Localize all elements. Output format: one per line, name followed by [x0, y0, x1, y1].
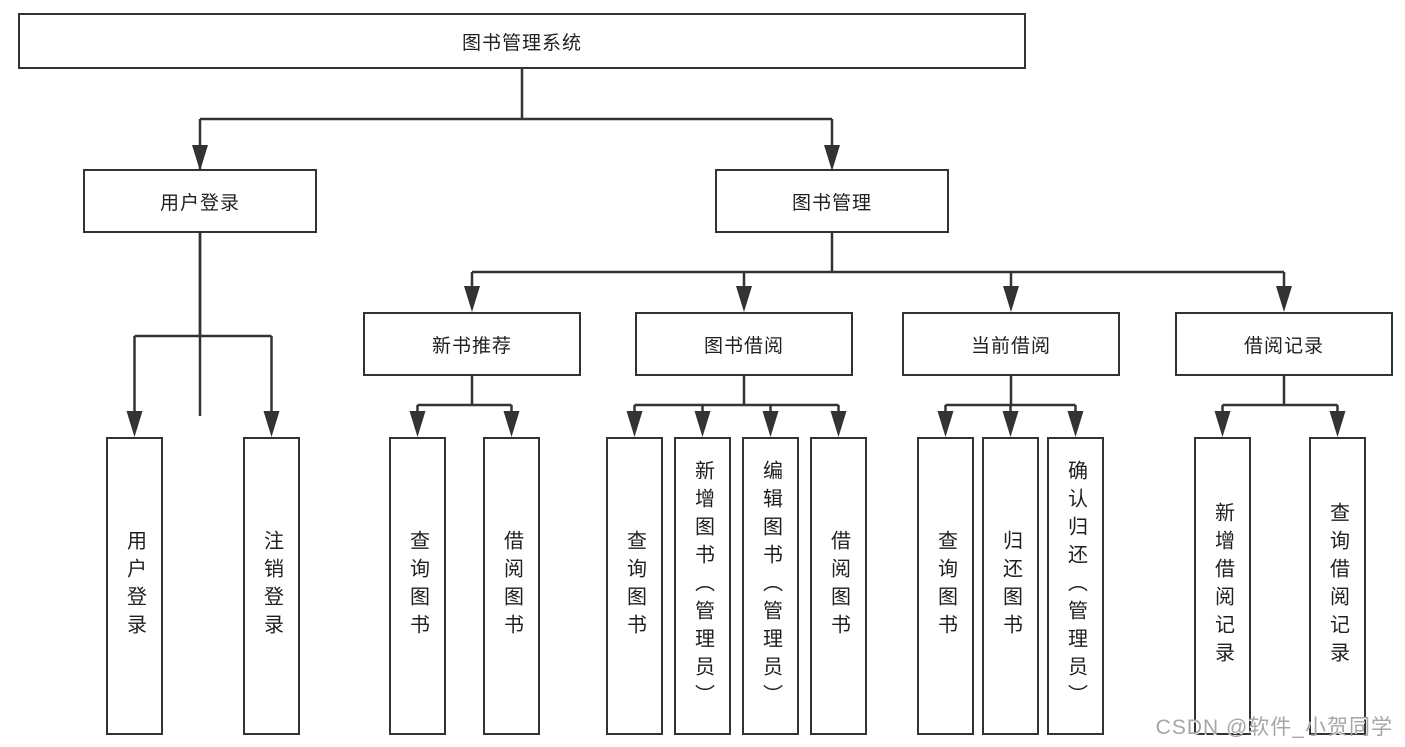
leaf-br-query-record: 查询借阅记录: [1309, 437, 1366, 735]
arrow-down-icon: [830, 411, 847, 437]
arrowheads: [126, 145, 1346, 437]
leaf-logout-label: 注销登录: [260, 530, 283, 642]
connector-newbook-to-leaves: [416, 376, 513, 416]
arrow-down-icon: [694, 411, 711, 437]
connector-bookmgmt-to-level3: [470, 233, 1286, 292]
arrow-down-icon: [464, 286, 480, 312]
arrow-down-icon: [1276, 286, 1292, 312]
leaf-bb-borrow-book: 借阅图书: [810, 437, 867, 735]
leaf-bb-borrow-book-label: 借阅图书: [827, 530, 850, 642]
leaf-nb-borrow-book: 借阅图书: [483, 437, 540, 735]
arrow-down-icon: [263, 411, 280, 437]
arrow-down-icon: [626, 411, 643, 437]
arrow-down-icon: [1329, 411, 1346, 437]
node-root-label: 图书管理系统: [461, 32, 582, 54]
arrow-down-icon: [1067, 411, 1084, 437]
leaf-cb-confirm-return-admin-label: 确认归还（管理员）: [1064, 460, 1087, 712]
arrow-down-icon: [1214, 411, 1231, 437]
arrow-down-icon: [937, 411, 954, 437]
csdn-watermark: CSDN @软件_小贺同学: [1155, 716, 1393, 739]
connector-borrowrecord-to-leaves: [1221, 376, 1339, 416]
leaf-nb-query-book: 查询图书: [389, 437, 446, 735]
leaf-user-login-label: 用户登录: [123, 530, 146, 642]
arrow-down-icon: [503, 411, 520, 437]
leaf-br-query-record-label: 查询借阅记录: [1326, 502, 1349, 670]
leaf-logout: 注销登录: [243, 437, 300, 735]
leaf-bb-edit-book-admin-label: 编辑图书（管理员）: [759, 460, 782, 712]
leaf-cb-return-book-label: 归还图书: [999, 530, 1022, 642]
arrow-down-icon: [824, 145, 840, 171]
node-borrow-record-label: 借阅记录: [1243, 335, 1324, 357]
leaf-cb-query-book: 查询图书: [917, 437, 974, 735]
arrow-down-icon: [1002, 411, 1019, 437]
node-new-book-recommend: 新书推荐: [363, 312, 581, 376]
leaf-bb-query-book-label: 查询图书: [623, 530, 646, 642]
leaf-bb-add-book-admin-label: 新增图书（管理员）: [691, 460, 714, 712]
leaf-cb-query-book-label: 查询图书: [934, 530, 957, 642]
node-borrow-record: 借阅记录: [1175, 312, 1393, 376]
node-book-borrow-label: 图书借阅: [703, 335, 784, 357]
node-new-book-recommend-label: 新书推荐: [431, 335, 512, 357]
arrow-down-icon: [1003, 286, 1019, 312]
node-book-borrow: 图书借阅: [635, 312, 853, 376]
leaf-nb-query-book-label: 查询图书: [406, 530, 429, 642]
node-current-borrow: 当前借阅: [902, 312, 1120, 376]
leaf-user-login: 用户登录: [106, 437, 163, 735]
node-user-login-label: 用户登录: [159, 192, 240, 214]
leaf-bb-query-book: 查询图书: [606, 437, 663, 735]
leaf-br-add-record: 新增借阅记录: [1194, 437, 1251, 735]
node-book-mgmt: 图书管理: [715, 169, 949, 233]
arrow-down-icon: [762, 411, 779, 437]
leaf-bb-add-book-admin: 新增图书（管理员）: [674, 437, 731, 735]
node-current-borrow-label: 当前借阅: [970, 335, 1051, 357]
arrow-down-icon: [736, 286, 752, 312]
connector-root-to-level2: [198, 69, 834, 416]
leaf-br-add-record-label: 新增借阅记录: [1211, 502, 1234, 670]
connector-userlogin-to-leaves: [133, 233, 273, 416]
node-root: 图书管理系统: [18, 13, 1026, 69]
leaf-cb-confirm-return-admin: 确认归还（管理员）: [1047, 437, 1104, 735]
connector-bookborrow-to-leaves: [633, 376, 840, 416]
leaf-nb-borrow-book-label: 借阅图书: [500, 530, 523, 642]
node-user-login: 用户登录: [83, 169, 317, 233]
node-book-mgmt-label: 图书管理: [791, 192, 872, 214]
arrow-down-icon: [126, 411, 143, 437]
leaf-cb-return-book: 归还图书: [982, 437, 1039, 735]
arrow-down-icon: [192, 145, 208, 171]
leaf-bb-edit-book-admin: 编辑图书（管理员）: [742, 437, 799, 735]
connector-currentborrow-to-leaves: [944, 376, 1077, 416]
arrow-down-icon: [409, 411, 426, 437]
